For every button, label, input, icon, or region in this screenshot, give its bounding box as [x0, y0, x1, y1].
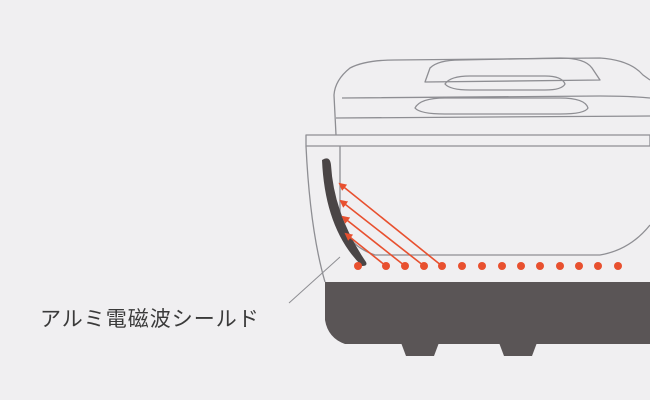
lid-handle-hole	[444, 75, 566, 91]
wave-source-dot-icon	[575, 262, 583, 270]
aluminum-shield-icon	[322, 158, 367, 266]
shield-callout-label: アルミ電磁波シールド	[40, 307, 260, 331]
lid-inner-edge	[341, 95, 650, 99]
left-foot	[400, 340, 440, 356]
wave-arrows	[338, 182, 443, 267]
wave-source-dot-icon	[556, 262, 564, 270]
body-side-wall	[305, 145, 326, 283]
wave-source-dot-icon	[458, 262, 466, 270]
wave-source-dot-icon	[401, 262, 409, 270]
right-foot	[498, 340, 538, 356]
cooker-feet	[400, 340, 538, 356]
wave-source-dot-icon	[594, 262, 602, 270]
wave-source-dot-icon	[420, 262, 428, 270]
wave-source-dot-icon	[498, 262, 506, 270]
wave-source-dot-icon	[438, 262, 446, 270]
wave-source-dot-icon	[354, 262, 362, 270]
lid-handle-top	[424, 57, 601, 83]
wave-source-dot-icon	[382, 262, 390, 270]
inner-pot-outline	[339, 146, 650, 256]
wave-source-dots	[354, 262, 622, 270]
wave-source-dot-icon	[478, 262, 486, 270]
wave-arrow-icon	[339, 199, 425, 267]
wave-source-dot-icon	[517, 262, 525, 270]
lid-rim	[335, 115, 650, 119]
cooker-lid	[333, 57, 650, 136]
callout-leader-line	[288, 256, 341, 304]
cooker-base	[325, 282, 650, 344]
lid-handle-grip	[414, 97, 589, 115]
wave-arrow-icon	[341, 215, 406, 267]
wave-source-dot-icon	[536, 262, 544, 270]
wave-arrow-icon	[344, 232, 387, 267]
lid-outline	[333, 57, 650, 136]
body-top-rim	[305, 134, 650, 147]
wave-source-dot-icon	[614, 262, 622, 270]
wave-arrow-icon	[338, 182, 443, 267]
